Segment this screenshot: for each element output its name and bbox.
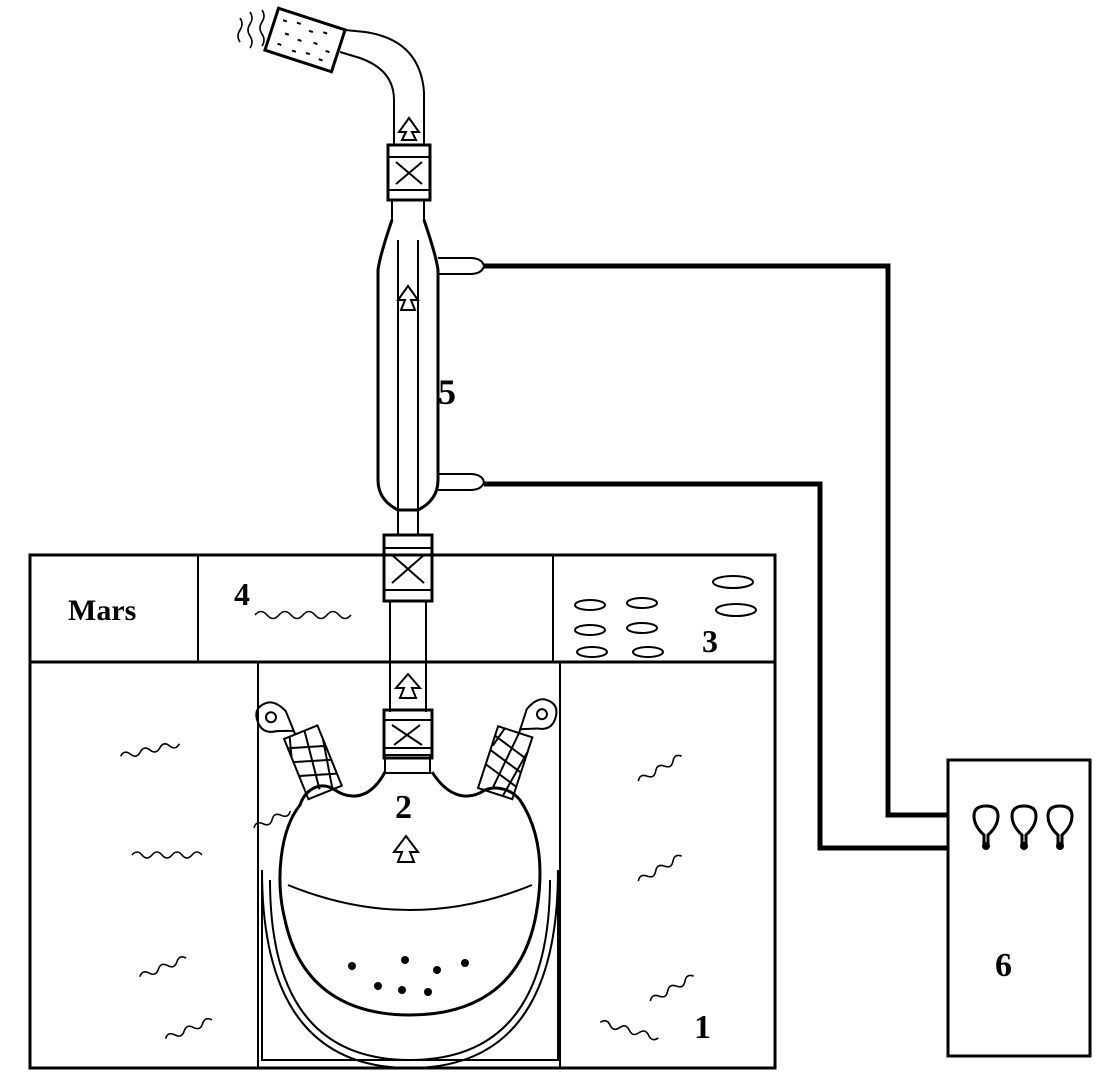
label-4: 4 [234,576,250,612]
bent-tube-left-wall [339,51,395,145]
bent-tube-right-wall [344,29,425,145]
chiller-unit: 6 [946,758,1092,1058]
condenser-inlet-nozzle [438,473,486,491]
panel-buttons [574,575,757,658]
condenser-outlet-nozzle [438,257,486,275]
drop-icon [392,834,420,863]
reflux-condenser: 5 [237,6,486,712]
heating-unit: Mars 4 3 1 [28,553,777,1070]
hose-outlet [484,263,948,818]
upper-condenser-joint [386,143,432,202]
panel-display-wave [254,610,352,620]
three-neck-flask: 2 [255,698,558,1017]
drying-tube-plug [263,6,347,74]
heating-bowl-inner [269,879,551,1062]
bulb-icon [972,804,1074,850]
chiller-body [946,758,1092,1058]
center-neck-joint [382,708,434,760]
flask-center-neck [384,754,431,774]
heat-waves-left [119,743,292,1039]
liquid-surface [287,884,533,911]
label-5: 5 [438,372,456,412]
gas-wisps [237,9,265,49]
top-drop-icon [397,116,421,141]
label-3: 3 [702,623,718,659]
lower-condenser-joint [382,533,434,603]
label-6: 6 [995,947,1012,984]
heating-bowl-rim [261,869,559,1070]
heating-bowl-outline [261,870,559,1061]
right-neck-stopper [476,698,558,801]
panel-brand-label: Mars [68,594,136,627]
liquid-bubbles [348,956,469,996]
label-2: 2 [395,789,412,826]
cooling-water-hoses [484,263,948,851]
heat-waves-right [599,754,694,1041]
lower-drop-icon [393,672,423,699]
label-1: 1 [694,1009,711,1046]
flask-body [278,771,542,1017]
condenser-jacket [376,219,440,512]
left-neck-stopper [255,701,344,801]
hose-inlet [484,481,948,851]
upper-drop-icon [396,284,420,311]
